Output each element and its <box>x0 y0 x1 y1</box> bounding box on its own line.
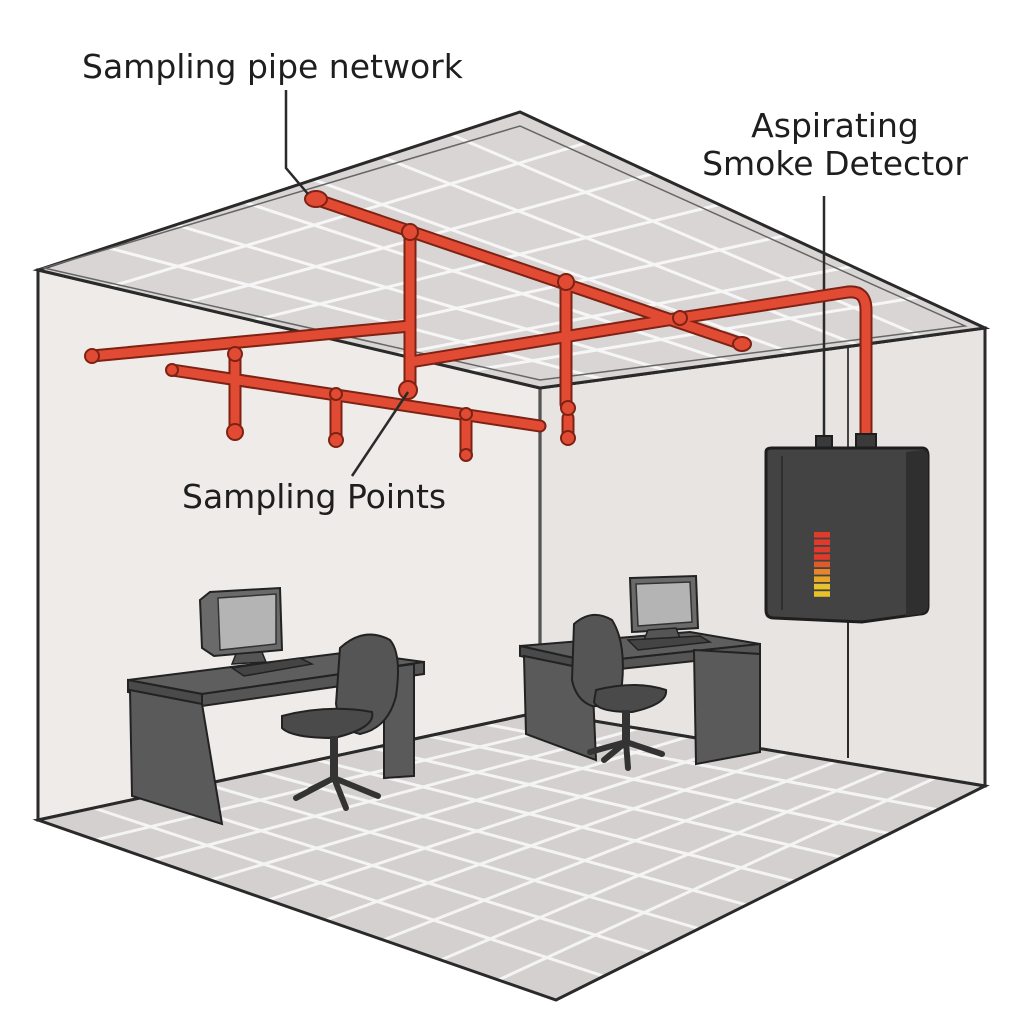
tile-grid-line <box>325 751 788 922</box>
detector-label-line2: Smoke Detector <box>702 143 968 183</box>
sampling-point-icon <box>84 190 752 462</box>
tile-grid-line <box>152 726 640 862</box>
detector-level-bar <box>814 561 830 568</box>
tile-grid-line <box>93 806 605 978</box>
tile-grid-line <box>175 223 668 373</box>
computer-monitor-icon <box>198 586 315 677</box>
tile-grid-line <box>382 759 838 942</box>
tile-grid-line <box>267 743 739 902</box>
sampling-points-label: Sampling Points <box>182 477 447 516</box>
tile-grid-line <box>149 794 652 954</box>
detector-label-line1: Aspirating <box>751 106 919 145</box>
tile-grid-line <box>106 245 604 381</box>
tile-grid-line <box>450 133 923 338</box>
office-chair-icon <box>570 613 668 771</box>
aspirating-smoke-detector-icon <box>764 433 930 624</box>
tile-grid-line <box>372 746 843 859</box>
detector-level-bar <box>814 554 830 560</box>
tile-grid-line <box>312 178 795 356</box>
sampling-points-leader <box>350 391 410 477</box>
detector-level-bar <box>814 576 830 582</box>
aspirating-smoke-detector-label: Aspirating Smoke Detector <box>700 107 970 183</box>
tile-grid-line <box>497 776 937 982</box>
tile-grid-line <box>316 758 795 883</box>
tile-grid-line <box>381 155 859 347</box>
detector-level-bar <box>814 591 830 597</box>
tile-grid-line <box>204 782 700 931</box>
office-chair-icon <box>281 633 399 811</box>
pipe-network-leader <box>284 90 309 195</box>
detector-level-bar <box>814 583 830 590</box>
detector-level-bar <box>814 539 830 545</box>
tile-grid-line <box>428 734 890 836</box>
computer-monitor-icon <box>626 574 713 651</box>
detector-level-bar <box>814 546 830 553</box>
detector-level-bar <box>814 532 830 538</box>
tile-grid-line <box>210 735 689 882</box>
tile-grid-line <box>244 200 732 364</box>
detector-level-bar <box>814 569 830 575</box>
tile-grid-line <box>440 768 887 962</box>
sampling-pipe-network-label: Sampling pipe network <box>82 47 463 86</box>
